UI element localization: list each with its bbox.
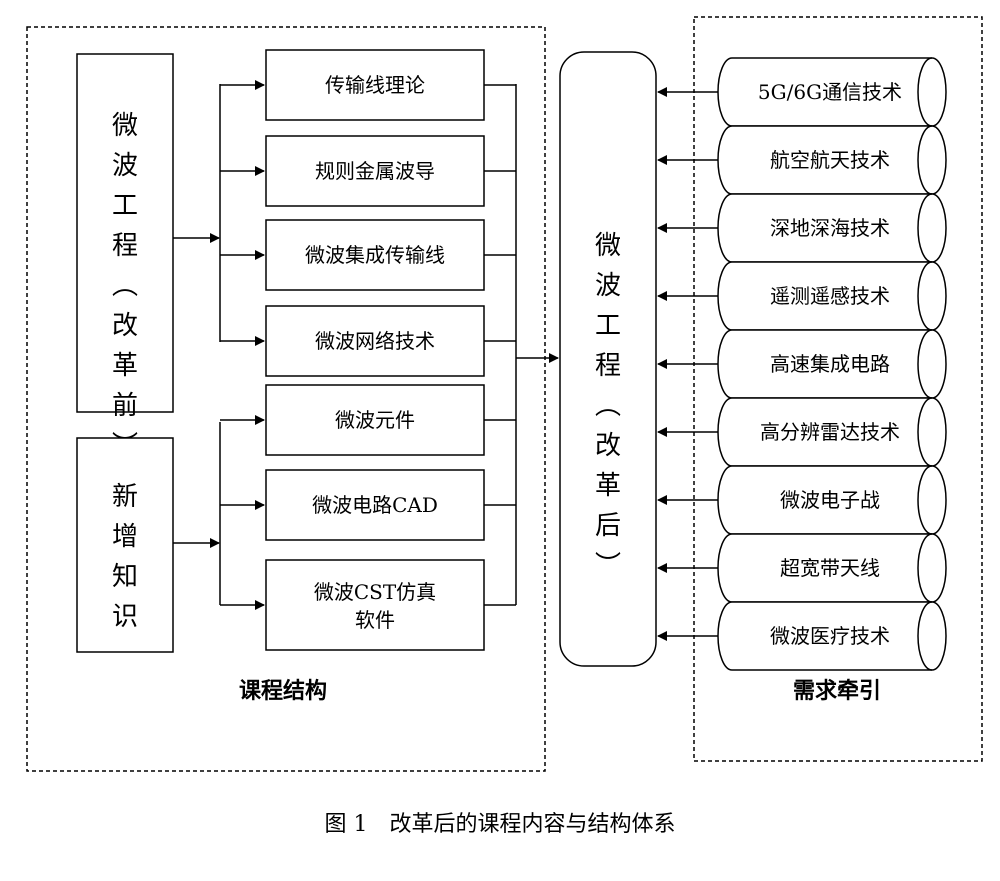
before-reform-label: 微波工程︵改革前︶ xyxy=(112,111,138,461)
before-reform-box xyxy=(76,53,174,413)
topic-label: 规则金属波导 xyxy=(315,159,435,183)
driver-label: 航空航天技术 xyxy=(770,148,890,172)
new-knowledge-label: 新增知识 xyxy=(112,482,138,632)
driver-label: 遥测遥感技术 xyxy=(770,284,890,308)
figure-caption: 图 1 改革后的课程内容与结构体系 xyxy=(324,812,675,837)
new-knowledge-box xyxy=(76,437,174,653)
demand-drivers: 5G/6G通信技术航空航天技术深地深海技术遥测遥感技术高速集成电路高分辨雷达技术… xyxy=(657,57,947,671)
topic-label: 微波集成传输线 xyxy=(305,243,445,267)
figure-title: 改革后的课程内容与结构体系 xyxy=(389,812,675,837)
course-structure-frame xyxy=(26,26,546,772)
topic-label: 传输线理论 xyxy=(325,73,425,97)
driver-cylinder: 超宽带天线 xyxy=(717,533,947,603)
topic-box xyxy=(265,49,485,121)
driver-label: 微波电子战 xyxy=(780,488,880,512)
topic-label: 微波电路CAD xyxy=(312,493,438,517)
driver-cylinder: 遥测遥感技术 xyxy=(717,261,947,331)
after-reform-box xyxy=(559,51,657,667)
demand-traction-frame xyxy=(693,16,983,762)
topic-box xyxy=(265,384,485,456)
figure-number: 图 1 xyxy=(324,812,389,837)
driver-label: 高速集成电路 xyxy=(770,352,890,376)
driver-cylinder: 高速集成电路 xyxy=(717,329,947,399)
course-structure-section-label: 课程结构 xyxy=(239,678,327,704)
driver-cylinder: 高分辨雷达技术 xyxy=(717,397,947,467)
driver-label: 深地深海技术 xyxy=(770,216,890,240)
demand-traction-section-label: 需求牵引 xyxy=(793,679,881,704)
topic-box xyxy=(265,219,485,291)
topic-box xyxy=(265,559,485,651)
driver-cylinder: 微波电子战 xyxy=(717,465,947,535)
driver-cylinder: 5G/6G通信技术 xyxy=(717,57,947,127)
topic-label: 微波网络技术 xyxy=(315,329,435,353)
topic-label: 微波CST仿真软件 xyxy=(314,580,436,632)
after-reform-label: 微波工程︵改革后︶ xyxy=(595,231,621,581)
driver-label: 微波医疗技术 xyxy=(770,624,890,648)
driver-label: 超宽带天线 xyxy=(780,556,880,580)
driver-label: 高分辨雷达技术 xyxy=(760,420,900,444)
driver-label: 5G/6G通信技术 xyxy=(758,80,902,104)
topic-box xyxy=(265,469,485,541)
driver-cylinder: 航空航天技术 xyxy=(717,125,947,195)
topic-label: 微波元件 xyxy=(335,408,415,432)
driver-cylinder: 微波医疗技术 xyxy=(717,601,947,671)
driver-cylinder: 深地深海技术 xyxy=(717,193,947,263)
